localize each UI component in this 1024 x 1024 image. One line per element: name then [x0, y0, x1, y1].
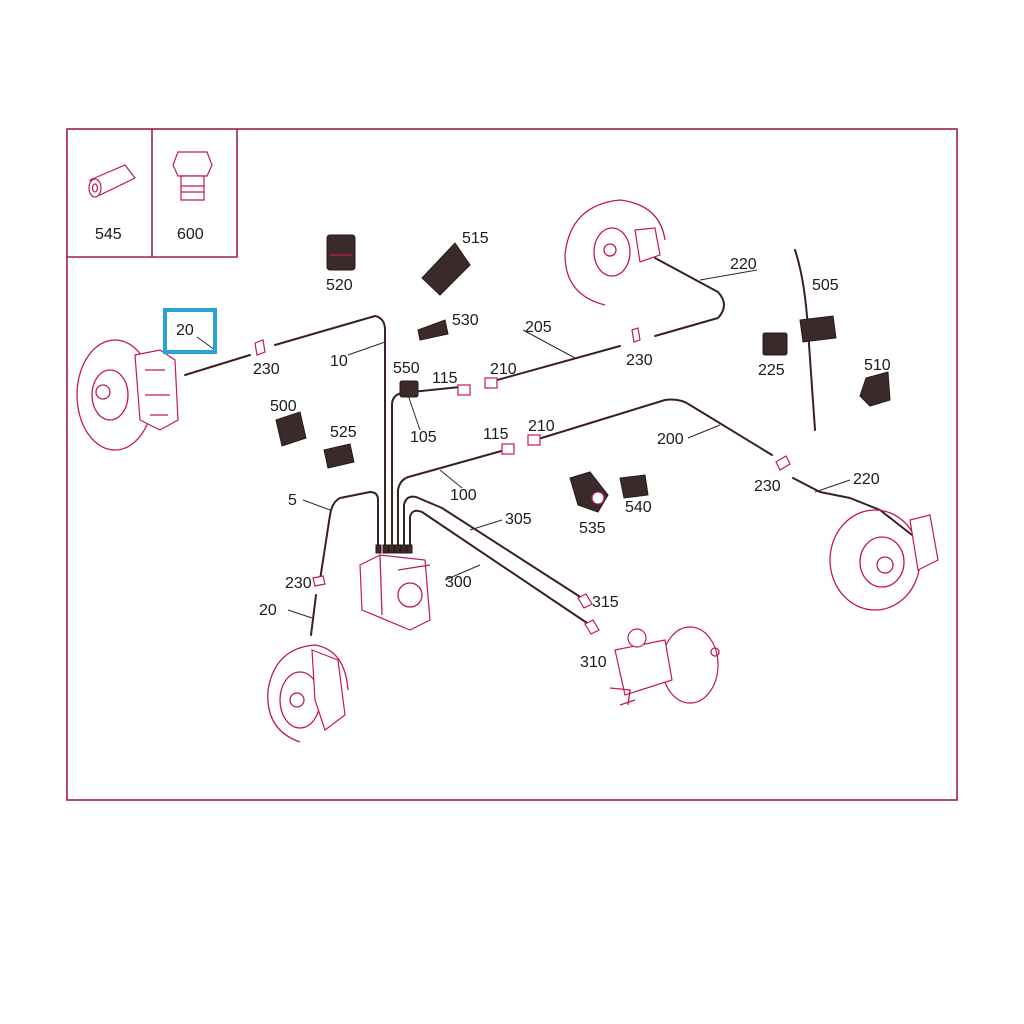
clip-230-a — [254, 339, 266, 356]
line-5 — [319, 491, 379, 581]
label-115-a: 115 — [432, 370, 458, 387]
label-315: 315 — [592, 594, 619, 611]
label-510: 510 — [864, 357, 891, 374]
label-10: 10 — [330, 353, 348, 370]
fitting-315 — [577, 593, 593, 609]
label-230-c: 230 — [754, 478, 781, 495]
label-105: 105 — [410, 429, 437, 446]
sleeve-icon — [88, 164, 136, 198]
abs-unit — [359, 544, 431, 631]
clip-550-icon — [399, 380, 419, 398]
line-20-front-right — [310, 594, 317, 636]
line-220-rear-right — [654, 257, 725, 337]
highlight-box-20 — [163, 308, 217, 354]
label-220-a: 220 — [730, 256, 757, 273]
label-535: 535 — [579, 520, 606, 537]
label-225: 225 — [758, 362, 785, 379]
label-230-d: 230 — [285, 575, 312, 592]
fitting-310 — [584, 619, 600, 635]
line-200 — [534, 398, 773, 456]
fittings — [254, 327, 791, 635]
sensor-505-icon — [799, 315, 837, 343]
line-305 — [403, 495, 586, 601]
clip-230-d — [312, 575, 326, 587]
connector-210-a — [484, 377, 498, 389]
part-labels: 20 230 520 515 530 10 550 115 105 210 20… — [176, 230, 891, 671]
label-310: 310 — [580, 654, 607, 671]
label-525: 525 — [330, 424, 357, 441]
label-205: 205 — [525, 319, 552, 336]
clip-510-icon — [859, 371, 891, 407]
label-500: 500 — [270, 398, 297, 415]
clip-230-b — [631, 327, 641, 343]
label-550: 550 — [393, 360, 420, 377]
label-210-b: 210 — [528, 418, 555, 435]
label-540: 540 — [625, 499, 652, 516]
label-200: 200 — [657, 431, 684, 448]
line-20-front-left — [184, 354, 251, 376]
diagram-frame — [66, 128, 958, 801]
label-210-a: 210 — [490, 361, 517, 378]
clip-530-icon — [417, 319, 449, 341]
clip-230-c — [775, 455, 791, 471]
label-20: 20 — [259, 602, 277, 619]
legend-label-600: 600 — [177, 226, 204, 243]
line-100 — [397, 449, 506, 546]
bracket-535-icon — [569, 471, 609, 513]
label-515: 515 — [462, 230, 489, 247]
clip-525-icon — [323, 443, 355, 469]
clip-520-icon — [326, 234, 356, 271]
front-right-brake — [267, 644, 349, 743]
union-nut-icon — [172, 151, 213, 201]
rear-left-brake — [829, 509, 939, 611]
clip-540-icon — [619, 474, 649, 499]
line-300 — [409, 509, 591, 626]
label-5: 5 — [288, 492, 297, 509]
label-520: 520 — [326, 277, 353, 294]
label-300: 300 — [445, 574, 472, 591]
label-505: 505 — [812, 277, 839, 294]
leader-lines — [196, 269, 851, 619]
label-230-b: 230 — [626, 352, 653, 369]
clip-500-icon — [275, 411, 307, 447]
line-10 — [274, 315, 386, 546]
line-205 — [489, 345, 621, 383]
label-20-highlighted: 20 — [176, 322, 194, 339]
front-left-brake — [76, 339, 179, 451]
label-115-b: 115 — [483, 426, 509, 443]
clip-515-icon — [421, 242, 471, 296]
master-cylinder-booster — [609, 626, 720, 706]
label-530: 530 — [452, 312, 479, 329]
connector-115-b — [501, 443, 515, 455]
label-230-a: 230 — [253, 361, 280, 378]
line-220-rear-left — [792, 477, 913, 536]
label-100: 100 — [450, 487, 477, 504]
small-parts — [275, 234, 891, 513]
connector-210-b — [527, 434, 541, 446]
legend-box: 545 600 — [67, 129, 238, 258]
label-220-b: 220 — [853, 471, 880, 488]
clip-225-icon — [762, 332, 788, 356]
label-305: 305 — [505, 511, 532, 528]
rear-right-brake — [564, 199, 666, 306]
legend-label-545: 545 — [95, 226, 122, 243]
connector-115-a — [457, 384, 471, 396]
